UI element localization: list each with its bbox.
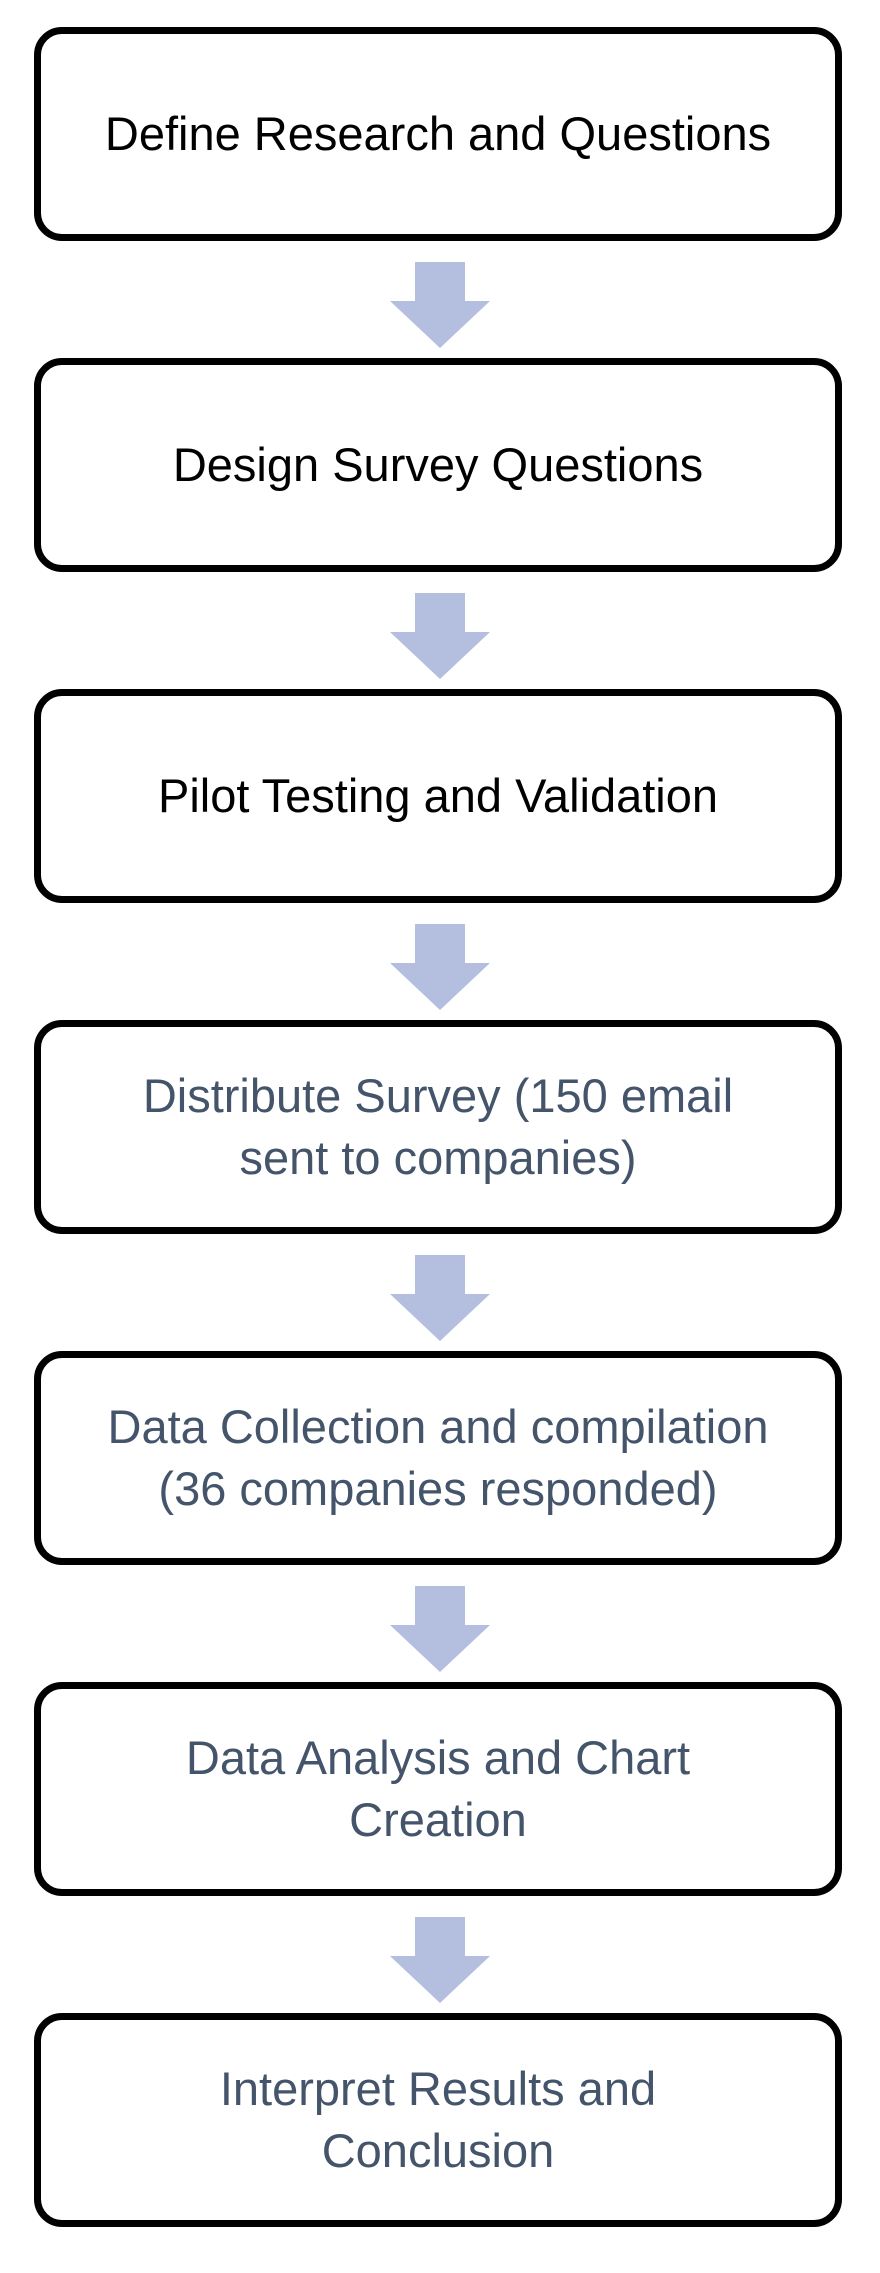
- step-label: Distribute Survey (150 email sent to com…: [142, 1069, 734, 1184]
- down-arrow-icon: [390, 262, 490, 348]
- step-define-research: Define Research and Questions: [34, 27, 842, 241]
- step-label: Data Collection and compilation (36 comp…: [107, 1400, 769, 1515]
- step-data-analysis: Data Analysis and Chart Creation: [34, 1682, 842, 1896]
- step-label: Define Research and Questions: [104, 107, 772, 160]
- down-arrow-icon: [390, 1255, 490, 1341]
- down-arrow-icon: [390, 593, 490, 679]
- down-arrow-icon: [390, 1917, 490, 2003]
- step-data-collection: Data Collection and compilation (36 comp…: [34, 1351, 842, 1565]
- step-label: Design Survey Questions: [172, 438, 704, 491]
- down-arrow-icon: [390, 924, 490, 1010]
- step-interpret-results: Interpret Results and Conclusion: [34, 2013, 842, 2227]
- down-arrow-icon: [390, 1586, 490, 1672]
- step-label: Interpret Results and Conclusion: [219, 2062, 657, 2177]
- step-label: Data Analysis and Chart Creation: [185, 1731, 691, 1846]
- step-distribute-survey: Distribute Survey (150 email sent to com…: [34, 1020, 842, 1234]
- step-label: Pilot Testing and Validation: [157, 769, 719, 822]
- step-pilot-testing: Pilot Testing and Validation: [34, 689, 842, 903]
- step-design-survey: Design Survey Questions: [34, 358, 842, 572]
